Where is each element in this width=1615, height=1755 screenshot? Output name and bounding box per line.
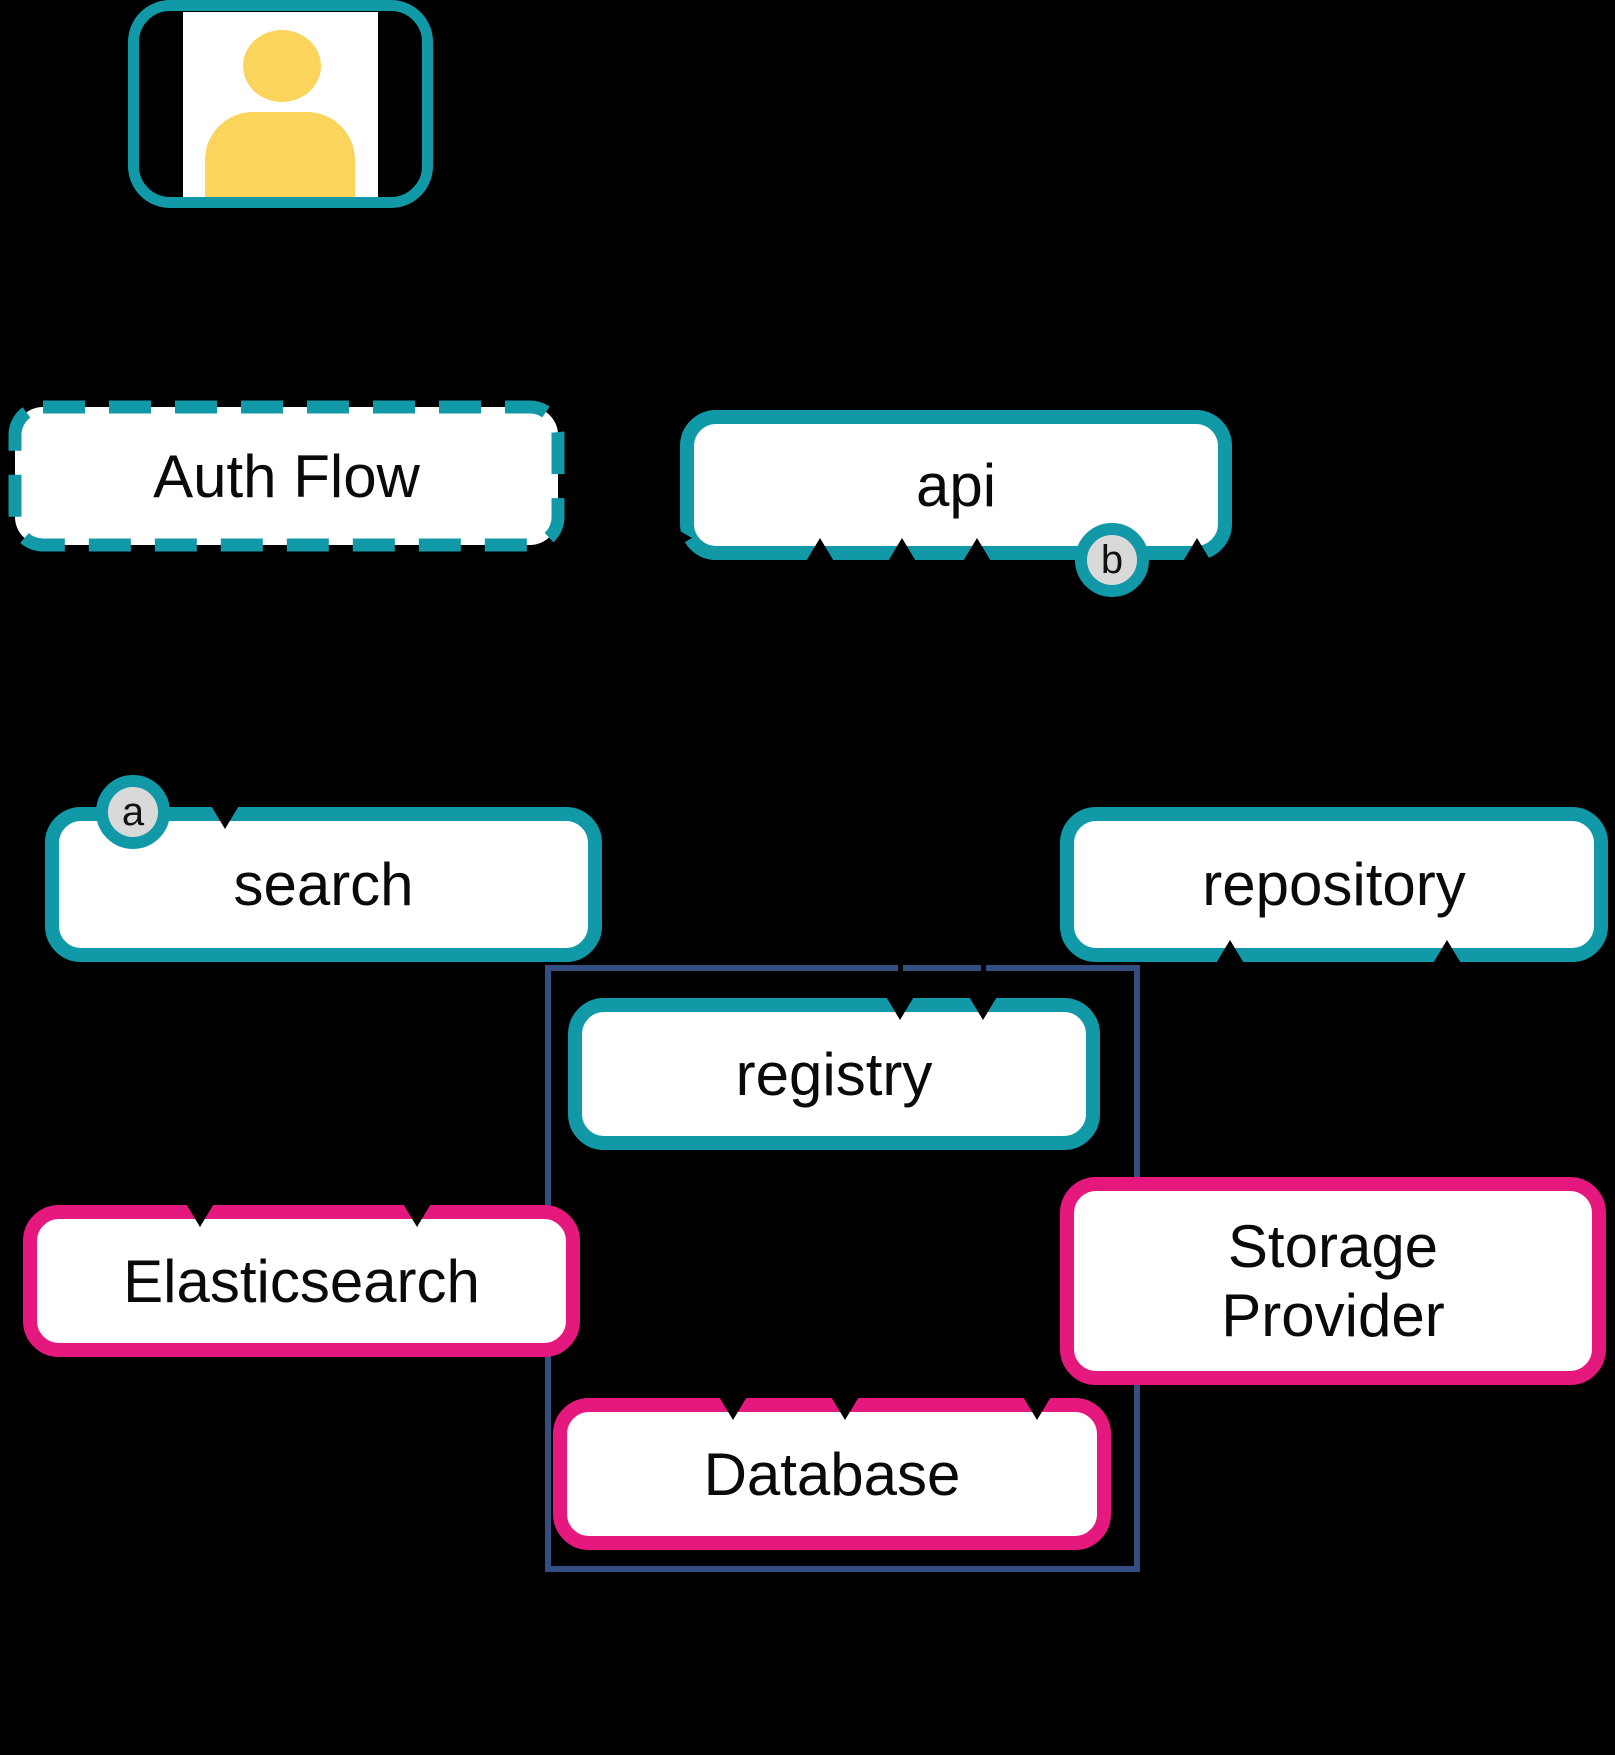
- badge-letter: a: [121, 789, 145, 834]
- connector-stub: [981, 954, 986, 990]
- node-auth-flow: Auth Flow: [8, 400, 565, 552]
- node-label: Database: [703, 1440, 961, 1508]
- arrowhead-down-icon: [965, 990, 1001, 1020]
- arrowhead-down-icon: [207, 799, 243, 829]
- person-icon-torso: [205, 112, 355, 197]
- arrowhead-down-icon: [882, 990, 918, 1020]
- node-label: Storage Provider: [1221, 1213, 1445, 1349]
- connector-stub: [898, 954, 903, 990]
- arrowhead-up-icon: [1429, 940, 1465, 970]
- arrowhead-up-icon: [1212, 940, 1248, 970]
- node-label: api: [915, 451, 997, 519]
- node-elasticsearch: Elasticsearch: [23, 1205, 580, 1357]
- badge-b: b: [1075, 523, 1149, 597]
- arrowhead-down-icon: [715, 1390, 751, 1420]
- dashed-border: [8, 400, 565, 552]
- person-icon: [243, 30, 321, 102]
- node-search: search: [45, 807, 602, 962]
- badge-letter: b: [1100, 537, 1124, 582]
- user-avatar-card: [128, 0, 433, 208]
- arrowhead-down-icon: [1019, 1390, 1055, 1420]
- node-label: search: [233, 851, 414, 918]
- node-label: Auth Flow: [153, 442, 420, 510]
- node-database: Database: [553, 1398, 1111, 1550]
- arrowhead-up-icon: [884, 538, 920, 568]
- node-repository: repository: [1060, 807, 1608, 962]
- user-photo-frame: [183, 12, 378, 197]
- arrowhead-right-icon: [664, 522, 692, 554]
- arrowhead-down-icon: [182, 1197, 218, 1227]
- arrowhead-down-icon: [399, 1197, 435, 1227]
- arrowhead-up-icon: [959, 538, 995, 568]
- node-label: registry: [735, 1040, 933, 1108]
- node-storage-provider: Storage Provider: [1060, 1177, 1606, 1385]
- node-label: repository: [1202, 851, 1466, 918]
- node-registry: registry: [568, 998, 1100, 1150]
- node-label: Elasticsearch: [123, 1247, 480, 1315]
- arrowhead-down-icon: [827, 1390, 863, 1420]
- arrowhead-up-icon: [1179, 538, 1215, 568]
- arrowhead-up-icon: [802, 538, 838, 568]
- node-api: api: [680, 410, 1232, 560]
- badge-a: a: [96, 775, 170, 849]
